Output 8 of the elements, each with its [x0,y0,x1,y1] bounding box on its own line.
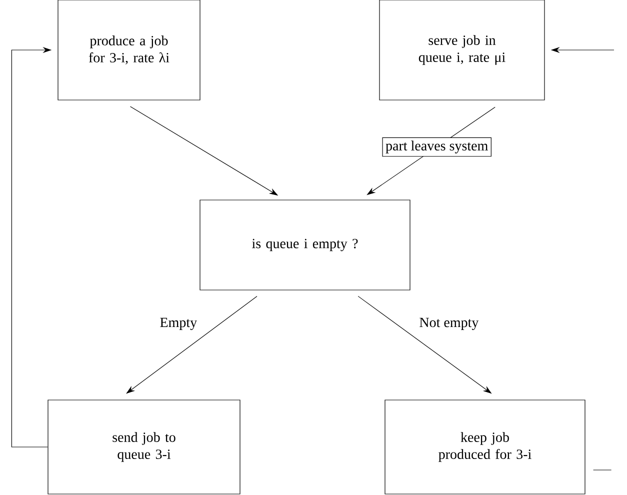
process-box: is queue i empty ? [200,200,410,290]
process-box: keep job produced for 3-i [384,400,586,494]
edge-label: part leaves system [382,137,492,157]
edge-label: Empty [160,318,198,330]
process-box: produce a job for 3-i, rate λi [58,0,200,100]
edge-label: Not empty [420,318,479,330]
process-box: serve job in queue i, rate μi [379,0,545,100]
process-box: send job to queue 3-i [48,400,240,494]
